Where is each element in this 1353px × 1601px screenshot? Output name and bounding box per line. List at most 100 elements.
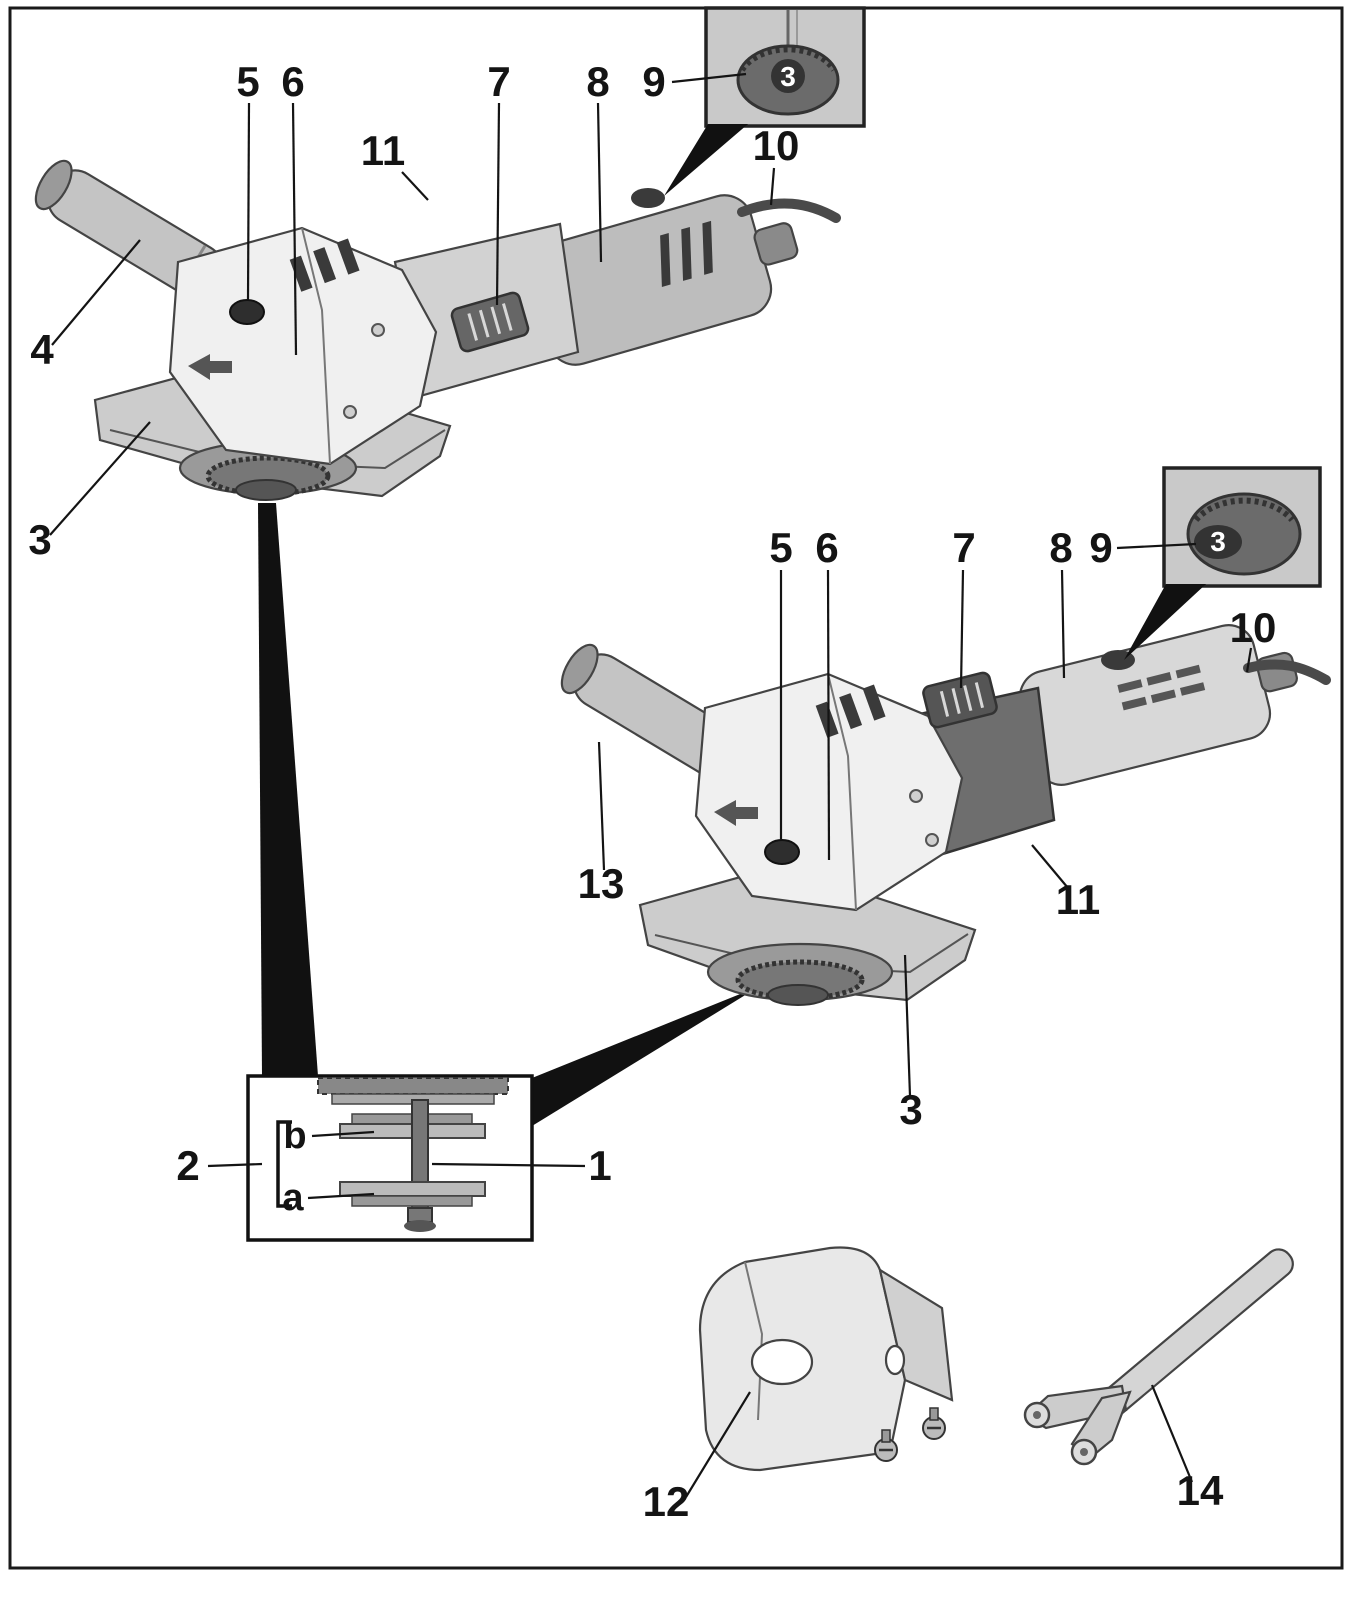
power-cord <box>1243 659 1331 685</box>
spindle-lock-button <box>229 299 265 325</box>
cutting-guard-accessory <box>698 1246 954 1472</box>
dial-face <box>1194 525 1242 559</box>
gear-head-facet <box>827 673 857 911</box>
spanner-pin-tip <box>1033 1411 1041 1419</box>
bottom-grinder-illustration <box>560 624 1331 1006</box>
leader-line <box>685 1391 751 1498</box>
callout-b: b <box>283 1115 306 1157</box>
housing-screw <box>371 323 385 337</box>
callout-9-bottom: 9 <box>1089 524 1112 571</box>
callout-2: 2 <box>176 1142 199 1189</box>
inset-wedge-top <box>664 124 748 196</box>
callout-10-bottom: 10 <box>1230 604 1277 651</box>
dial-setting-value: 3 <box>1210 526 1226 557</box>
grinding-wheel-edge <box>317 1077 509 1095</box>
callout-4-top: 4 <box>30 326 54 373</box>
spanner-pin-tip <box>1080 1448 1088 1456</box>
power-cord <box>737 198 841 223</box>
spindle-lock-button <box>764 839 800 865</box>
detail-callout-wedge-bottom <box>532 986 760 1126</box>
handle-end-cap <box>34 159 73 211</box>
callout-7-top: 7 <box>487 58 510 105</box>
handle-end-cap <box>560 643 599 695</box>
callout-8-bottom: 8 <box>1049 524 1072 571</box>
leader-line <box>431 1162 586 1168</box>
leader-line <box>49 421 151 536</box>
guard-cover-side <box>878 1267 954 1402</box>
leader-line <box>311 1130 375 1138</box>
threaded-spindle-tip <box>407 1207 433 1223</box>
leader-line <box>826 569 831 861</box>
detail-callout-wedge-top <box>258 503 318 1076</box>
callout-a: a <box>282 1177 304 1219</box>
thumbwheel-inset-bottom: 3 <box>1162 466 1322 588</box>
ventilation-slots <box>1117 664 1206 711</box>
leader-line <box>903 954 912 1097</box>
leader-line <box>1245 647 1253 673</box>
leader-line <box>1116 542 1197 550</box>
leader-line <box>495 102 501 306</box>
leader-line <box>246 102 251 301</box>
callout-1: 1 <box>588 1142 611 1189</box>
speed-thumbwheel <box>1101 650 1135 670</box>
top-grinder-illustration <box>34 159 841 501</box>
rotation-arrow-icon <box>714 800 758 826</box>
callout-3-bottom: 3 <box>899 1086 922 1133</box>
switch-ridges <box>939 682 985 717</box>
guard-side-hole <box>884 1344 906 1376</box>
housing-screw <box>343 405 357 419</box>
leader-line <box>291 102 298 356</box>
guard-screw <box>874 1429 898 1462</box>
gear-head <box>168 226 438 466</box>
leader-line <box>401 171 429 201</box>
leader-line <box>51 239 141 346</box>
callout-12: 12 <box>643 1478 690 1525</box>
switch-slider <box>450 291 530 353</box>
on-off-switch <box>922 671 998 729</box>
dial-face <box>771 59 805 93</box>
on-off-switch <box>450 291 530 353</box>
bracket-2 <box>276 1120 292 1208</box>
callout-6-top: 6 <box>281 58 304 105</box>
gear-head-body <box>168 226 438 466</box>
housing-screw <box>925 833 939 847</box>
speed-thumbwheel <box>631 188 665 208</box>
leader-line <box>769 167 776 206</box>
backing-flange-step <box>351 1195 473 1207</box>
callout-labels: 5 6 7 8 9 11 10 4 3 5 6 7 8 9 10 11 13 3… <box>28 58 1276 1525</box>
callout-13-bottom: 13 <box>578 860 625 907</box>
leader-line <box>597 741 606 871</box>
guard-fold-line <box>744 1261 764 1421</box>
rotation-arrow-icon <box>188 354 232 380</box>
gear-head-facet <box>301 227 331 465</box>
ventilation-slots <box>660 220 713 287</box>
guard-mount-hole <box>750 1338 814 1386</box>
leader-line <box>207 1162 263 1168</box>
leader-line <box>1060 569 1066 679</box>
thumbwheel-inset-top: 3 <box>704 6 866 128</box>
flange-detail-inset <box>246 1074 534 1242</box>
callout-8-top: 8 <box>586 58 609 105</box>
callout-11-top: 11 <box>361 127 405 174</box>
spindle-collar <box>235 479 297 501</box>
leader-line <box>1031 844 1069 889</box>
cord-boot <box>753 222 799 266</box>
leader-line <box>671 72 747 84</box>
spindle-end <box>404 1220 436 1232</box>
dial-setting-value: 3 <box>780 61 796 92</box>
guard-screw <box>922 1407 946 1440</box>
cord-boot <box>1255 651 1298 693</box>
callout-11-bottom: 11 <box>1056 876 1100 923</box>
leader-line <box>307 1192 375 1200</box>
spindle-collar <box>767 984 829 1006</box>
callout-3-top: 3 <box>28 516 51 563</box>
housing-screw <box>909 789 923 803</box>
callout-5-bottom: 5 <box>769 524 792 571</box>
pin-spanner-accessory <box>1023 1248 1294 1466</box>
leader-line <box>959 569 965 689</box>
callout-9-top: 9 <box>642 58 665 105</box>
callout-7-bottom: 7 <box>952 524 975 571</box>
leader-line <box>596 102 603 263</box>
